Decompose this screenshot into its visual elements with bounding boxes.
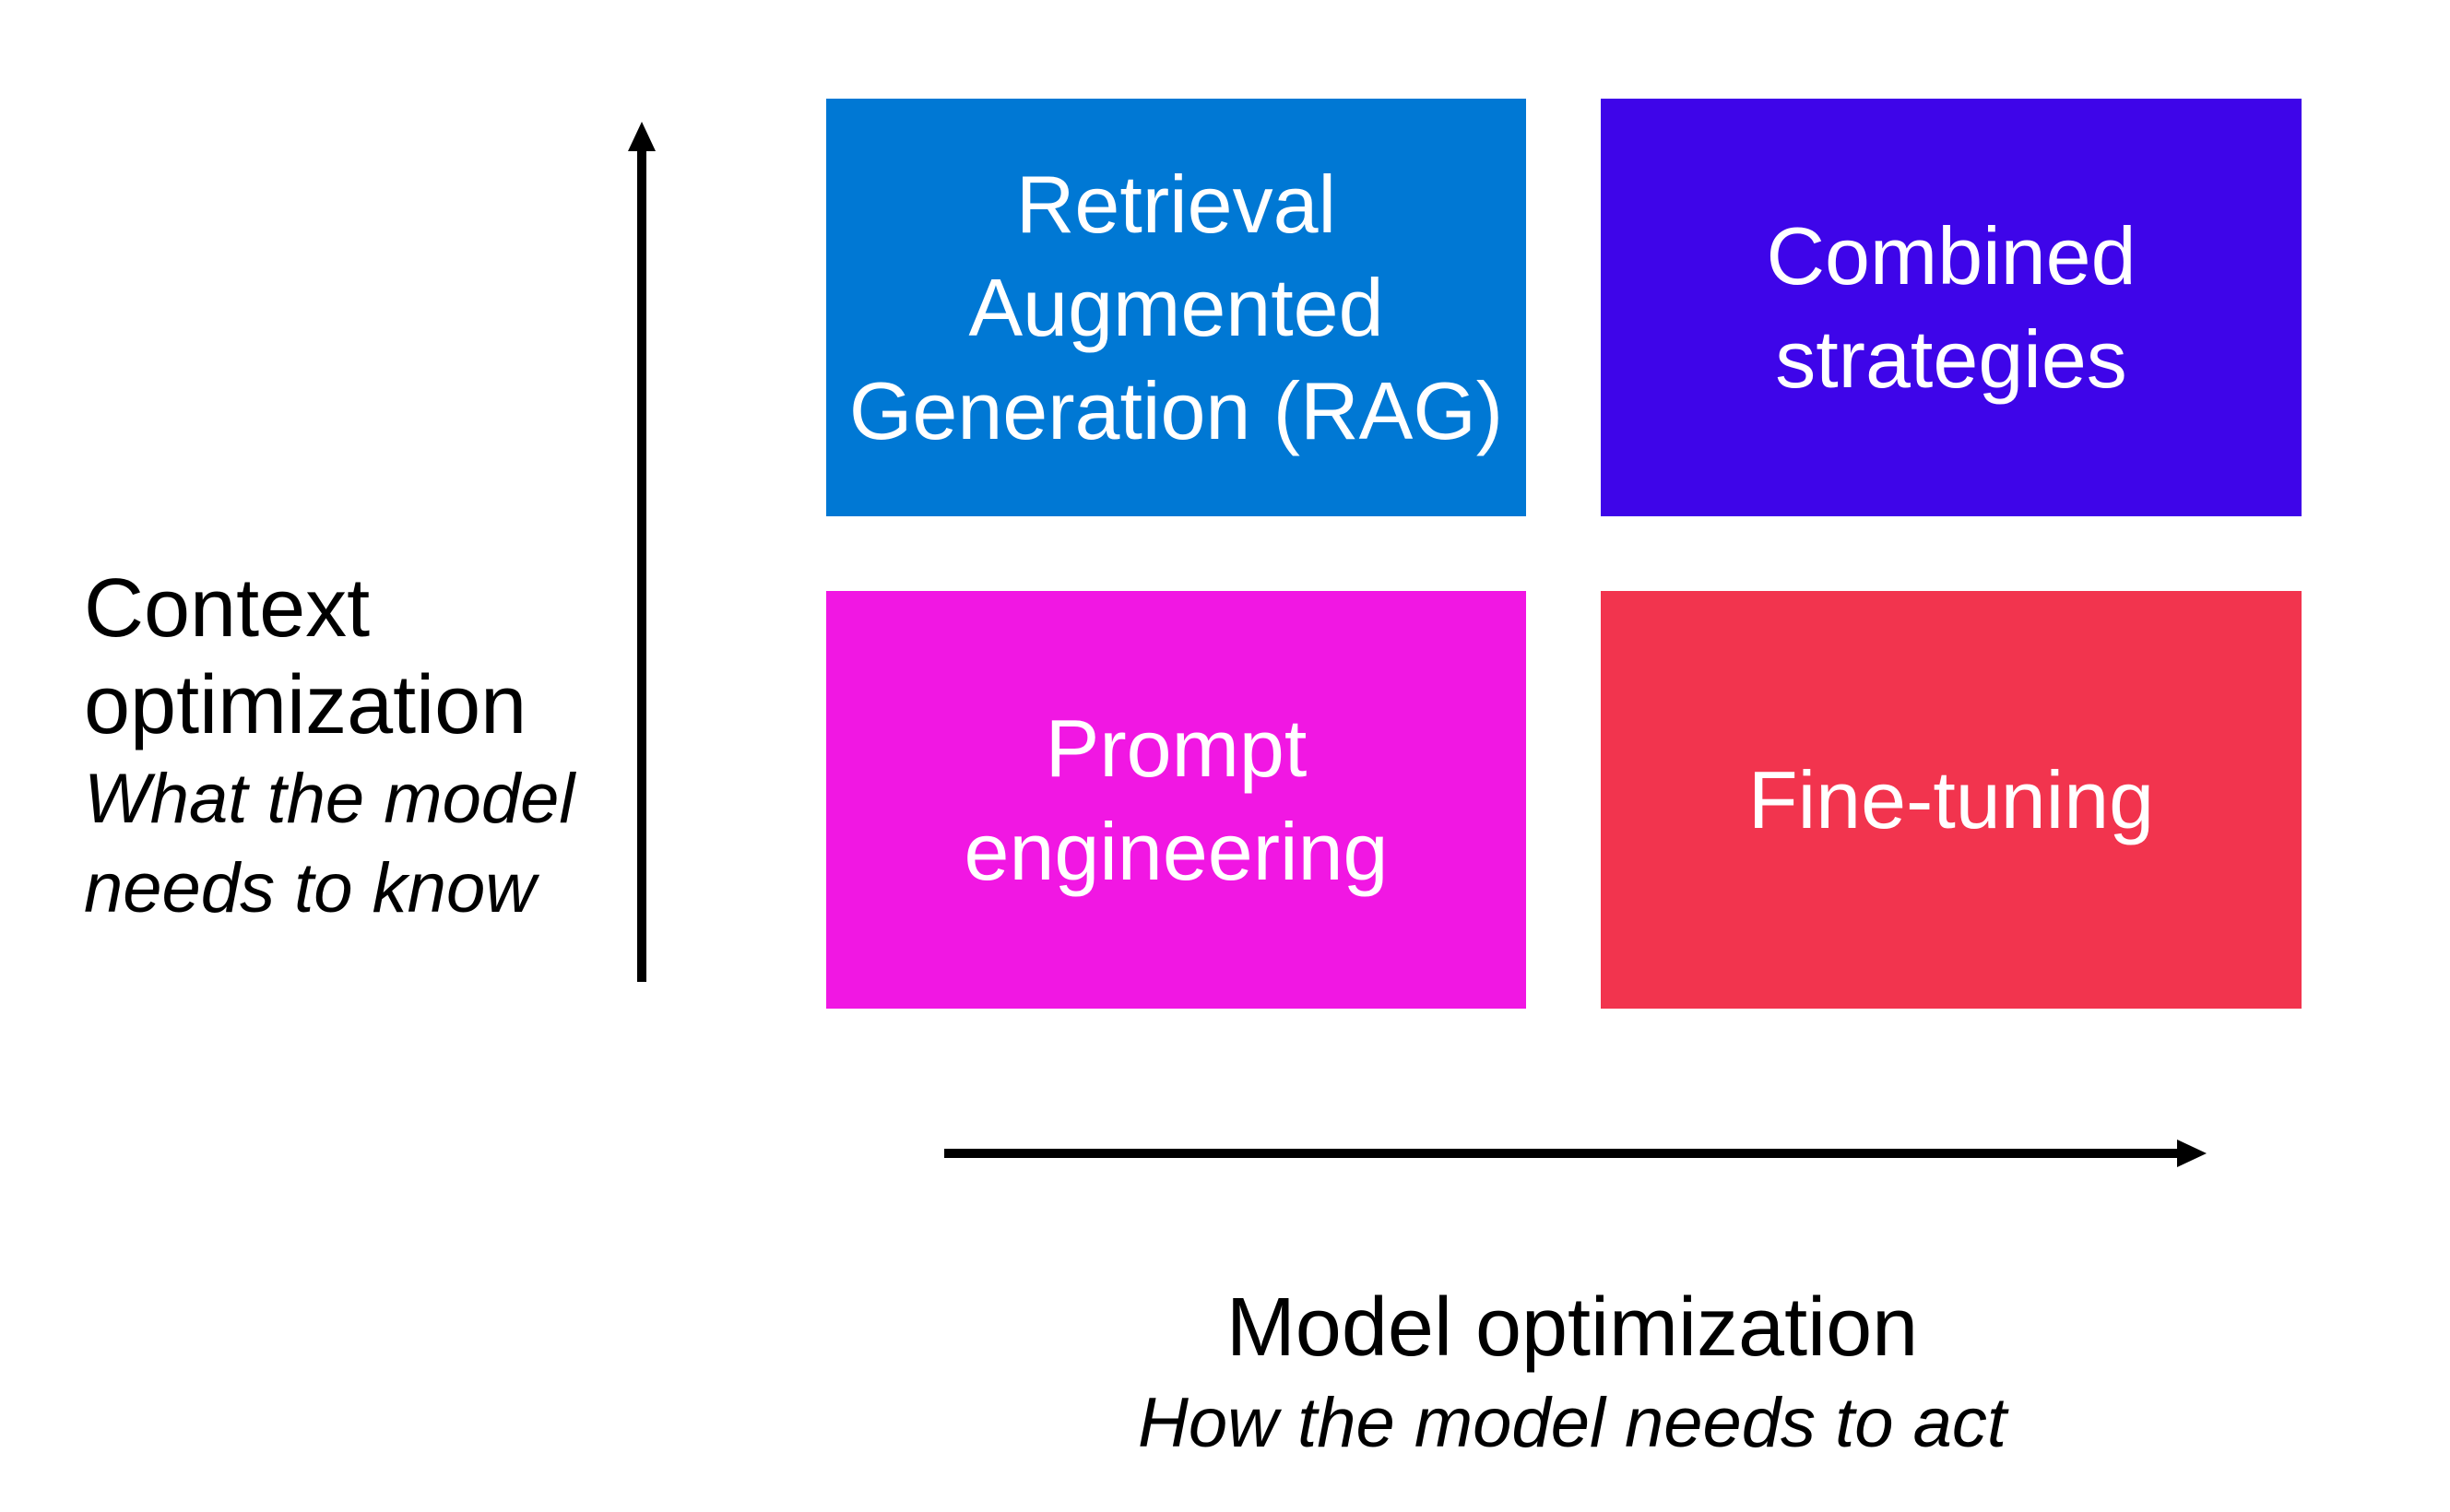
y-axis-arrowhead <box>628 122 656 151</box>
x-axis-arrow-right-icon <box>944 1140 2207 1167</box>
x-axis-label: Model optimization How the model needs t… <box>945 1277 2199 1468</box>
x-axis-arrowhead <box>2177 1140 2207 1167</box>
x-axis-subtitle: How the model needs to act <box>1137 1384 2007 1462</box>
y-axis-label: Context optimization What the model need… <box>84 561 637 933</box>
quadrant-retrieval-augmented-generation: Retrieval Augmented Generation (RAG) <box>826 99 1526 516</box>
y-axis-title: Context optimization <box>84 562 527 751</box>
quadrant-label-prompt-engineering: Prompt engineering <box>964 702 1389 897</box>
quadrant-label-rag: Retrieval Augmented Generation (RAG) <box>848 158 1504 456</box>
quadrant-label-fine-tuning: Fine-tuning <box>1747 753 2155 845</box>
y-axis-subtitle: What the model needs to know <box>84 760 575 927</box>
quadrant-prompt-engineering: Prompt engineering <box>826 591 1526 1009</box>
quadrant-fine-tuning: Fine-tuning <box>1601 591 2302 1009</box>
x-axis-title: Model optimization <box>1225 1282 1919 1374</box>
quadrant-label-combined-strategies: Combined strategies <box>1766 209 2136 405</box>
y-axis-arrow-up-icon <box>628 122 656 982</box>
quadrant-combined-strategies: Combined strategies <box>1601 99 2302 516</box>
